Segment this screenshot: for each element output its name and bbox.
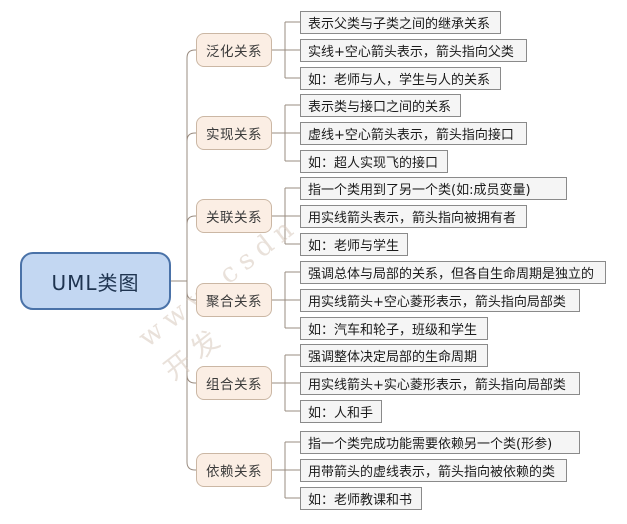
branch-node-label: 关联关系 xyxy=(206,210,262,226)
leaf-node-1-1[interactable]: 表示父类与子类之间的继承关系 xyxy=(300,10,501,34)
branch-node-5[interactable]: 组合关系 xyxy=(196,366,272,400)
leaf-node-2-3[interactable]: 如：超人实现飞的接口 xyxy=(300,149,448,173)
leaf-node-label: 如：人和手 xyxy=(308,405,374,421)
branch-node-label: 组合关系 xyxy=(206,377,262,393)
leaf-node-1-2[interactable]: 实线+空心箭头表示，箭头指向父类 xyxy=(300,38,527,62)
leaf-node-4-2[interactable]: 用实线箭头+空心菱形表示，箭头指向局部类 xyxy=(300,288,580,312)
leaf-node-4-3[interactable]: 如：汽车和轮子，班级和学生 xyxy=(300,316,488,340)
leaf-node-label: 实线+空心箭头表示，箭头指向父类 xyxy=(308,44,514,60)
leaf-node-label: 如：老师教课和书 xyxy=(308,492,413,508)
leaf-node-5-3[interactable]: 如：人和手 xyxy=(300,399,382,423)
leaf-node-4-1[interactable]: 强调总体与局部的关系，但各自生命周期是独立的 xyxy=(300,260,606,284)
leaf-node-3-3[interactable]: 如：老师与学生 xyxy=(300,232,408,256)
branch-node-label: 实现关系 xyxy=(206,127,262,143)
leaf-node-2-2[interactable]: 虚线+空心箭头表示，箭头指向接口 xyxy=(300,121,527,145)
leaf-node-2-1[interactable]: 表示类与接口之间的关系 xyxy=(300,93,461,117)
branch-node-label: 聚合关系 xyxy=(206,294,262,310)
leaf-node-label: 表示父类与子类之间的继承关系 xyxy=(308,16,491,32)
branch-node-4[interactable]: 聚合关系 xyxy=(196,283,272,317)
leaf-node-label: 如：老师与人，学生与人的关系 xyxy=(308,72,491,88)
leaf-node-label: 用带箭头的虚线表示，箭头指向被依赖的类 xyxy=(308,464,556,480)
leaf-node-label: 虚线+空心箭头表示，箭头指向接口 xyxy=(308,127,514,143)
leaf-node-6-3[interactable]: 如：老师教课和书 xyxy=(300,486,422,510)
leaf-node-6-2[interactable]: 用带箭头的虚线表示，箭头指向被依赖的类 xyxy=(300,458,567,482)
leaf-node-label: 强调整体决定局部的生命周期 xyxy=(308,349,478,365)
leaf-node-5-2[interactable]: 用实线箭头+实心菱形表示，箭头指向局部类 xyxy=(300,371,580,395)
branch-node-6[interactable]: 依赖关系 xyxy=(196,453,272,487)
root-node-label: UML类图 xyxy=(51,270,140,295)
branch-node-label: 依赖关系 xyxy=(206,464,262,480)
leaf-node-3-1[interactable]: 指一个类用到了另一个类(如:成员变量) xyxy=(300,176,567,200)
leaf-node-3-2[interactable]: 用实线箭头表示，箭头指向被拥有者 xyxy=(300,204,527,228)
leaf-node-label: 指一个类完成功能需要依赖另一个类(形参) xyxy=(308,436,553,452)
branch-node-label: 泛化关系 xyxy=(206,44,262,60)
leaf-node-label: 如：超人实现飞的接口 xyxy=(308,155,439,171)
leaf-node-label: 用实线箭头+实心菱形表示，箭头指向局部类 xyxy=(308,377,566,393)
leaf-node-label: 如：老师与学生 xyxy=(308,238,400,254)
leaf-node-label: 用实线箭头+空心菱形表示，箭头指向局部类 xyxy=(308,294,566,310)
leaf-node-label: 表示类与接口之间的关系 xyxy=(308,99,452,115)
leaf-node-label: 强调总体与局部的关系，但各自生命周期是独立的 xyxy=(308,266,595,282)
leaf-node-6-1[interactable]: 指一个类完成功能需要依赖另一个类(形参) xyxy=(300,430,580,454)
branch-node-1[interactable]: 泛化关系 xyxy=(196,33,272,67)
leaf-node-label: 用实线箭头表示，箭头指向被拥有者 xyxy=(308,210,517,226)
root-node-uml-class-diagram[interactable]: UML类图 xyxy=(20,252,171,310)
leaf-node-5-1[interactable]: 强调整体决定局部的生命周期 xyxy=(300,343,488,367)
leaf-node-label: 如：汽车和轮子，班级和学生 xyxy=(308,322,478,338)
branch-node-3[interactable]: 关联关系 xyxy=(196,199,272,233)
branch-node-2[interactable]: 实现关系 xyxy=(196,116,272,150)
leaf-node-1-3[interactable]: 如：老师与人，学生与人的关系 xyxy=(300,66,501,90)
leaf-node-label: 指一个类用到了另一个类(如:成员变量) xyxy=(308,182,531,198)
